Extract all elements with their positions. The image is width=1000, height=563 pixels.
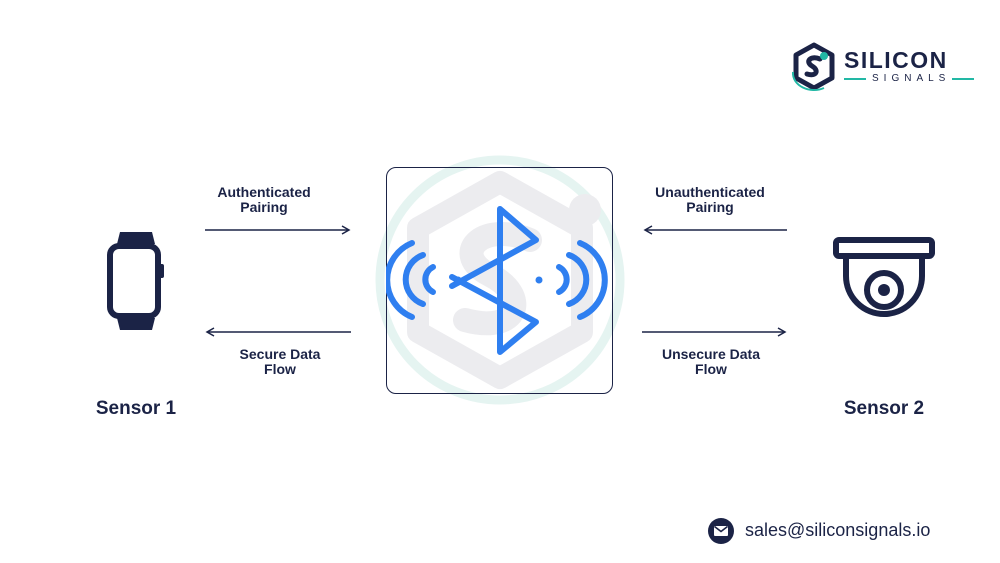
arrow-right-to-hub: [205, 225, 351, 235]
arrow-left-from-hub: [205, 327, 351, 337]
sensor-2-label: Sensor 2: [843, 398, 925, 419]
arrow-left-to-hub: [643, 225, 787, 235]
sensor-1-label: Sensor 1: [95, 398, 177, 419]
watermark-logo: [375, 155, 625, 405]
flow-label-secure-data-flow: Secure Data Flow: [239, 346, 321, 377]
arrow-right-from-hub: [642, 327, 787, 337]
logo-mark-icon: [791, 42, 835, 91]
security-camera-icon: [833, 237, 935, 317]
contact-email[interactable]: sales@siliconsignals.io: [745, 520, 931, 540]
bluetooth-icon: [386, 206, 608, 355]
flow-label-unsecure-data-flow: Unsecure Data Flow: [661, 346, 761, 377]
mail-icon: [708, 518, 734, 544]
brand-logo: SILICON SIGNALS: [786, 40, 986, 94]
brand-divider-right: [952, 78, 974, 80]
brand-tagline: SIGNALS: [872, 73, 951, 84]
brand-name: SILICON: [844, 47, 948, 73]
flow-label-authenticated-pairing: Authenticated Pairing: [217, 184, 311, 215]
flow-label-unauthenticated-pairing: Unauthenticated Pairing: [655, 184, 765, 215]
brand-divider-left: [844, 78, 866, 80]
smartwatch-icon: [107, 232, 164, 330]
